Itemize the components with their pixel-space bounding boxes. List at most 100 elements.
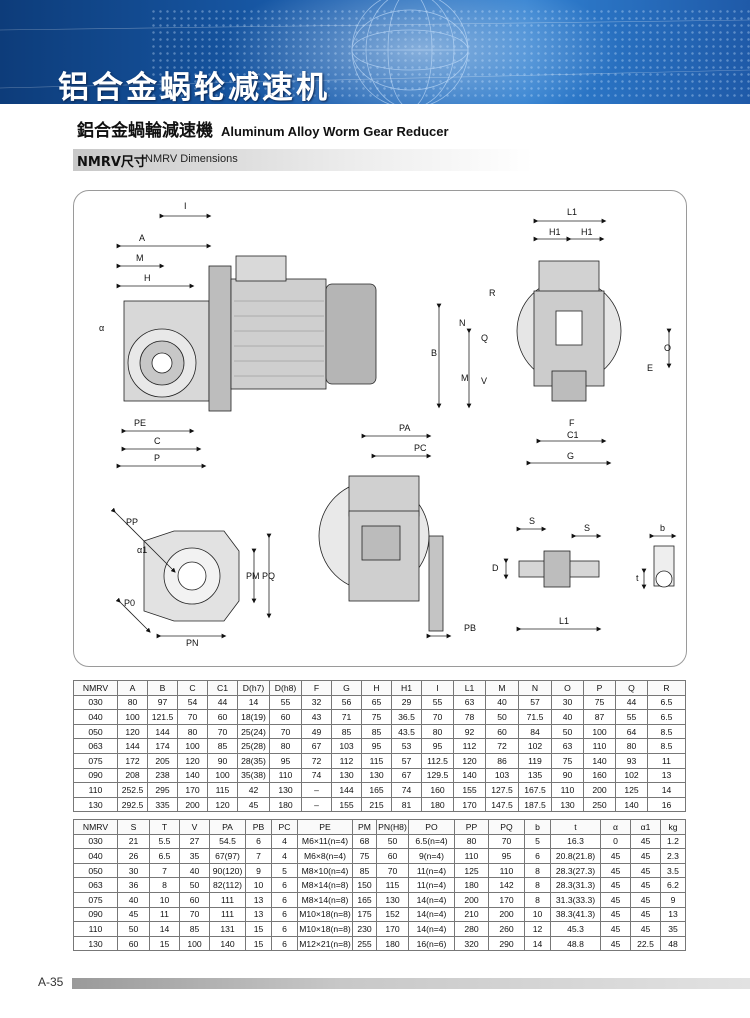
table-cell: 86 <box>485 752 519 769</box>
table-cell: 15 <box>245 935 272 952</box>
heading-chinese: 鋁合金蝸輪減速機 <box>77 121 213 141</box>
table-cell: 28.3(27.3) <box>550 862 601 879</box>
table-cell: 50 <box>179 877 210 893</box>
table-cell: 2.3 <box>660 848 686 864</box>
table-cell: 142 <box>488 877 525 893</box>
table-cell: 295 <box>147 782 178 798</box>
table-cell: M8×10(n=4) <box>297 862 353 879</box>
table-cell: 85 <box>207 738 238 754</box>
table-header-cell: H <box>361 680 392 696</box>
table-cell: 130 <box>376 891 409 908</box>
table-cell: 155 <box>331 796 362 813</box>
table-header-cell: b <box>524 819 551 835</box>
dimension-label: Q <box>481 333 488 343</box>
table-cell: 075 <box>73 752 118 769</box>
table-cell: 68 <box>352 833 377 850</box>
table-cell: 60 <box>269 709 302 725</box>
table-header-cell: H1 <box>391 680 422 696</box>
table-cell: 110 <box>583 738 616 754</box>
dimension-label: S <box>529 516 535 526</box>
table-cell: 4 <box>271 833 298 850</box>
table-cell: 110 <box>269 767 302 784</box>
table-cell: 140 <box>615 796 648 813</box>
table-header-cell: V <box>179 819 210 835</box>
dimension-label: PM <box>246 571 260 581</box>
table-cell: 85 <box>361 723 392 740</box>
dimension-label: L1 <box>559 616 569 626</box>
table-header-cell: Q <box>615 680 648 696</box>
table-header-cell: PP <box>454 819 489 835</box>
table-cell: 80 <box>615 738 648 754</box>
table-cell: 160 <box>583 767 616 784</box>
table-cell: 115 <box>207 782 238 798</box>
page-number: A-35 <box>38 975 64 989</box>
table-cell: 110 <box>551 782 584 798</box>
table-cell: 200 <box>454 891 489 908</box>
dimension-label: R <box>489 288 496 298</box>
table-cell: 10 <box>524 906 551 923</box>
table-cell: 70 <box>177 709 208 725</box>
dimension-label: α1 <box>137 545 147 555</box>
table-cell: – <box>301 796 332 813</box>
table-cell: 45 <box>630 921 661 937</box>
dimension-label: V <box>481 376 487 386</box>
table-header-cell: D(h8) <box>269 680 302 696</box>
table-cell: 80 <box>454 833 489 850</box>
table-cell: 180 <box>269 796 302 813</box>
table-cell: 54 <box>177 694 208 711</box>
table-cell: 36.5 <box>391 709 422 725</box>
table-cell: 60 <box>207 709 238 725</box>
table-cell: 32 <box>301 694 332 711</box>
table-cell: 80 <box>117 694 148 711</box>
table-cell: 130 <box>551 796 584 813</box>
table-cell: 140 <box>583 752 616 769</box>
table-header-cell: F <box>301 680 332 696</box>
table-cell: 110 <box>454 848 489 864</box>
table-cell: 115 <box>361 752 392 769</box>
table-cell: 030 <box>73 833 118 850</box>
dimension-label: N <box>459 318 466 328</box>
footer-bar <box>72 978 750 989</box>
dimension-label: PN <box>186 638 199 648</box>
dimension-label: PB <box>464 623 476 633</box>
table-cell: 60 <box>376 848 409 864</box>
table-cell: 110 <box>73 782 118 798</box>
table-cell: 170 <box>177 782 208 798</box>
table-cell: 180 <box>421 796 454 813</box>
table-cell: 50 <box>117 921 150 937</box>
table-cell: 050 <box>73 862 118 879</box>
table-cell: – <box>301 782 332 798</box>
table-header-cell: PB <box>245 819 272 835</box>
table-cell: 175 <box>352 906 377 923</box>
header-banner: 铝合金蜗轮减速机 <box>0 0 750 104</box>
table-cell: 063 <box>73 738 118 754</box>
table-cell: 115 <box>376 877 409 893</box>
table-cell: 72 <box>485 738 519 754</box>
table-cell: 8 <box>524 877 551 893</box>
table-cell: 100 <box>207 767 238 784</box>
table-cell: 174 <box>147 738 178 754</box>
table-cell: 55 <box>421 694 454 711</box>
table-cell: 50 <box>376 833 409 850</box>
table-cell: 200 <box>177 796 208 813</box>
table-cell: 55 <box>615 709 648 725</box>
table-header-cell: α <box>600 819 631 835</box>
table-cell: 95 <box>488 848 525 864</box>
table-cell: 14 <box>237 694 270 711</box>
table-cell: 43 <box>301 709 332 725</box>
table-cell: 75 <box>551 752 584 769</box>
table-cell: 16 <box>647 796 686 813</box>
dimension-label: PC <box>414 443 427 453</box>
table-cell: 28(35) <box>237 752 270 769</box>
table-cell: 127.5 <box>485 782 519 798</box>
table-cell: 20.8(21.8) <box>550 848 601 864</box>
table-header-cell: T <box>149 819 180 835</box>
